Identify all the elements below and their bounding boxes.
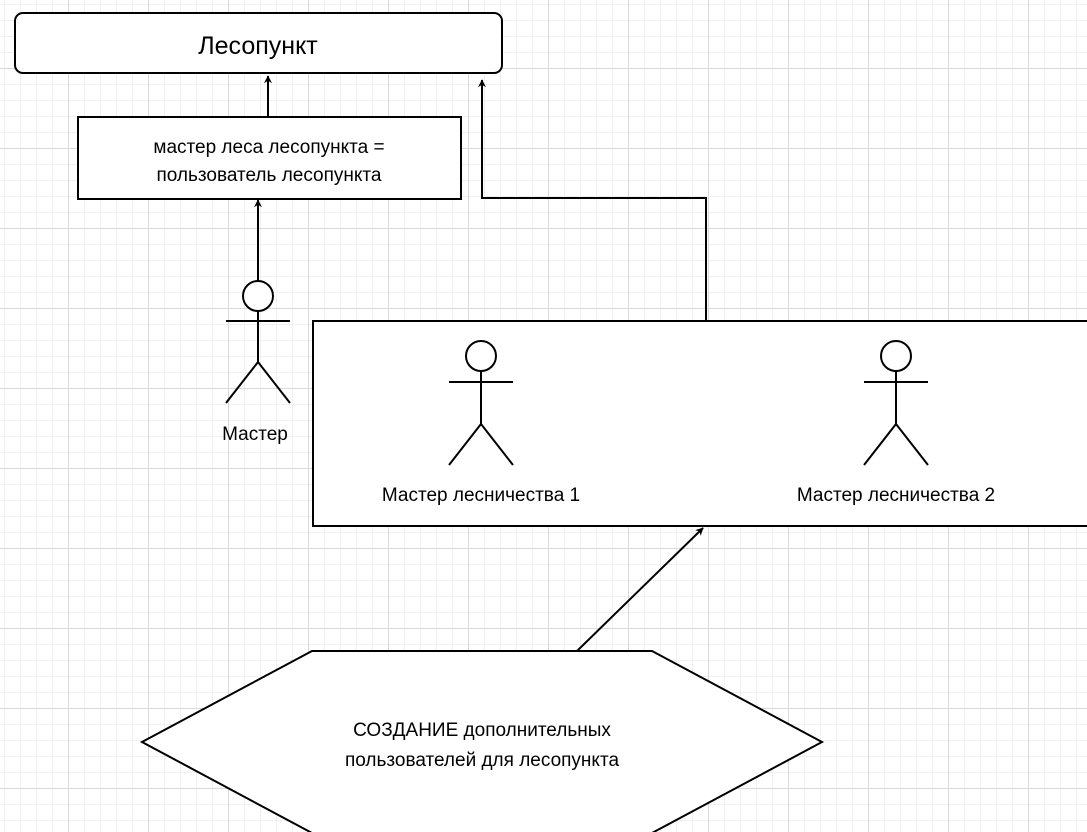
create-users-label-line2: пользователей для лесопункта bbox=[345, 750, 619, 771]
create-users-node[interactable]: СОЗДАНИЕ дополнительных пользователей дл… bbox=[139, 650, 825, 832]
forestry-master-2-label: Мастер лесничества 2 bbox=[797, 485, 995, 506]
actor-figure-icon bbox=[225, 280, 291, 404]
connector-forestry-masters-to-lesopunkt bbox=[478, 79, 707, 320]
connector-create-users-to-forestry-masters bbox=[576, 527, 704, 652]
forestry-master-2-actor[interactable]: Мастер лесничества 2 bbox=[797, 340, 995, 506]
create-users-label-line1: СОЗДАНИЕ дополнительных bbox=[353, 720, 611, 741]
forestry-master-1-actor[interactable]: Мастер лесничества 1 bbox=[382, 340, 580, 506]
forestry-masters-group[interactable]: Мастер лесничества 1 Мастер лесничества … bbox=[312, 320, 1087, 527]
forestry-master-1-label: Мастер лесничества 1 bbox=[382, 485, 580, 506]
forest-master-label-line1: мастер леса лесопункта = bbox=[153, 137, 384, 158]
lesopunkt-label: Лесопункт bbox=[198, 32, 318, 60]
forest-master-node[interactable]: мастер леса лесопункта = пользователь ле… bbox=[77, 116, 462, 200]
actor-figure-icon bbox=[863, 340, 929, 466]
forest-master-label-line2: пользователь лесопункта bbox=[156, 165, 381, 186]
lesopunkt-node[interactable]: Лесопункт bbox=[14, 12, 503, 74]
actor-figure-icon bbox=[448, 340, 514, 466]
master-actor-label: Мастер bbox=[222, 424, 288, 445]
master-actor[interactable]: Мастер bbox=[222, 280, 291, 445]
